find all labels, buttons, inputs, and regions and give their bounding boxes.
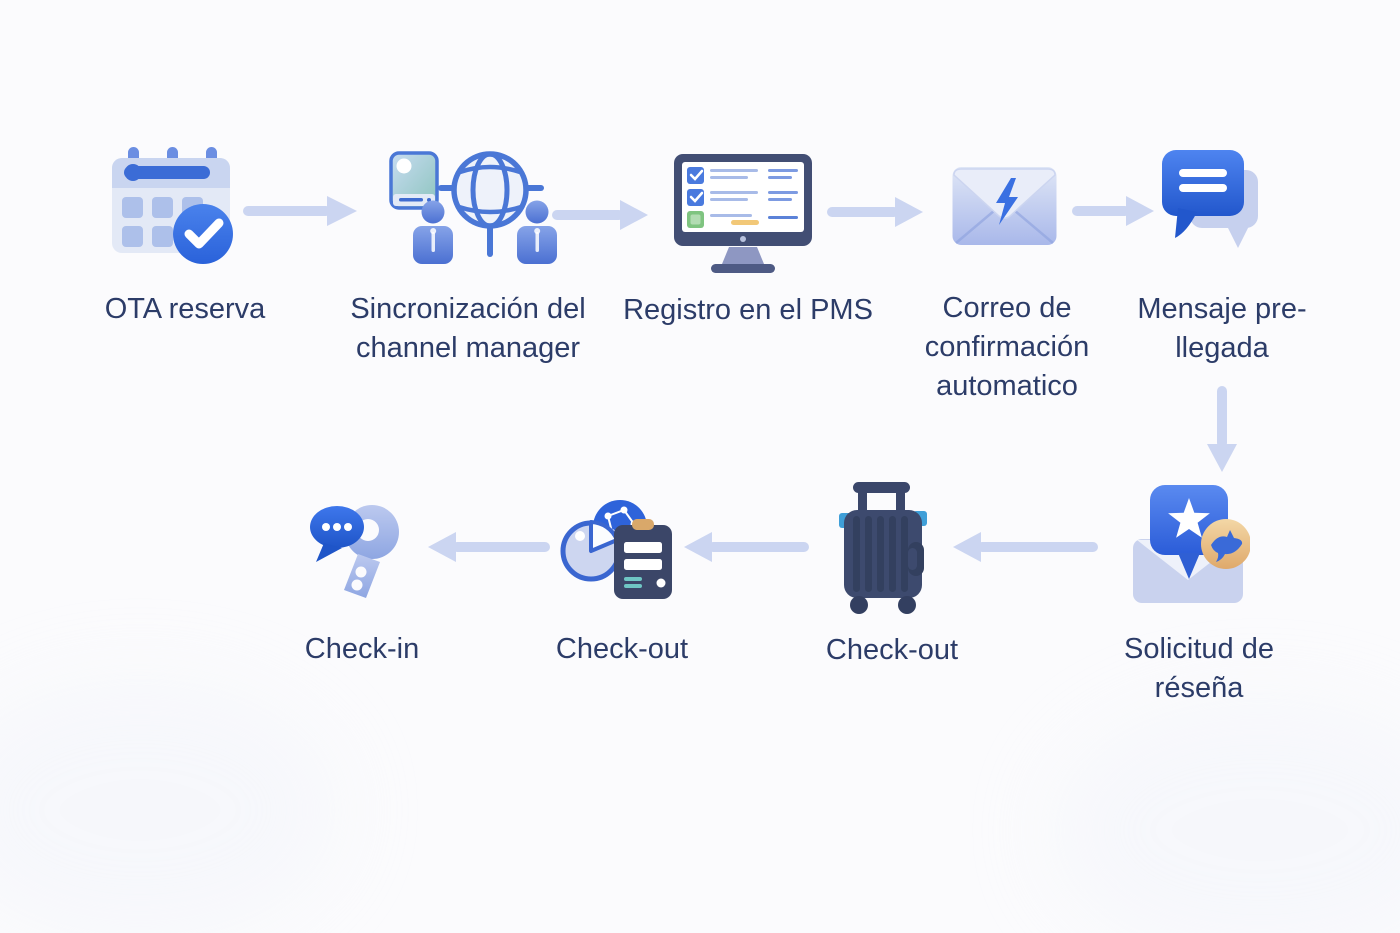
node-label-checkout1: Check-out (555, 633, 689, 665)
arrow-right-icon (552, 197, 648, 238)
arrow-right-icon (827, 194, 923, 235)
background-tint (1050, 700, 1400, 933)
arrow-right-icon (243, 193, 357, 234)
pms-monitor-icon (673, 153, 813, 273)
channel-manager-globe-icon (385, 150, 560, 275)
report-clipboard-pie-icon (560, 498, 680, 603)
node-label-checkout2: Check-out (825, 634, 959, 666)
node-label-email: Correo de confirmación automatico (924, 292, 1090, 402)
node-label-ota: OTA reserva (104, 293, 266, 325)
arrow-left-icon (684, 529, 809, 570)
node-label-pms: Registro en el PMS (623, 294, 873, 326)
node-label-review: Solicitud de réseña (1124, 633, 1274, 704)
node-label-checkin: Check-in (304, 633, 420, 665)
review-request-star-icon (1130, 482, 1251, 607)
confirmation-email-bolt-icon (952, 164, 1057, 246)
node-label-sync: Sincronización del channel manager (350, 293, 586, 364)
chat-bubbles-icon (1162, 150, 1262, 255)
arrow-down-icon (1204, 386, 1240, 477)
chat-key-icon (308, 500, 413, 600)
arrow-left-icon (428, 529, 550, 570)
node-label-message: Mensaje pre-llegada (1137, 293, 1307, 364)
calendar-check-icon (110, 145, 235, 270)
arrow-right-icon (1072, 193, 1154, 234)
arrow-left-icon (953, 529, 1098, 570)
suitcase-icon (836, 482, 931, 617)
background-tint (0, 680, 340, 933)
bird-icon (1211, 530, 1243, 562)
